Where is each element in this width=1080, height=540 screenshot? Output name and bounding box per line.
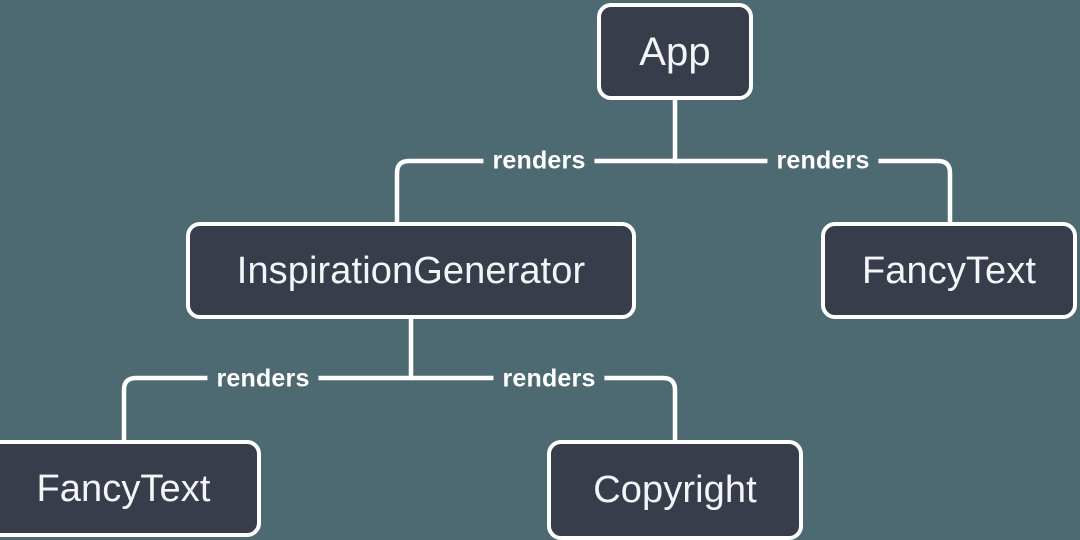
edge-label-app-to-inspirationgenerator: renders bbox=[483, 148, 595, 174]
node-inspirationgenerator-label: InspirationGenerator bbox=[236, 249, 586, 292]
node-copyright-label: Copyright bbox=[593, 469, 757, 511]
node-app-label: App bbox=[639, 29, 711, 74]
edge-inspirationgenerator-to-copyright bbox=[408, 375, 678, 443]
edge-label-inspirationgenerator-to-copyright: renders bbox=[493, 366, 605, 392]
edge-app-to-inspirationgenerator bbox=[394, 158, 678, 225]
node-fancytext-right[interactable]: FancyText bbox=[821, 222, 1077, 319]
edge-inspirationgenerator-to-fancytext-left bbox=[121, 375, 414, 443]
edge-app-to-fancytext-right bbox=[672, 158, 953, 225]
node-app[interactable]: App bbox=[597, 3, 753, 100]
node-inspirationgenerator[interactable]: InspirationGenerator bbox=[186, 222, 636, 319]
node-copyright[interactable]: Copyright bbox=[547, 440, 803, 540]
node-fancytext-left[interactable]: FancyText bbox=[0, 440, 261, 537]
node-fancytext-left-label: FancyText bbox=[36, 467, 211, 510]
node-fancytext-right-label: FancyText bbox=[861, 249, 1037, 292]
edge-label-inspirationgenerator-to-fancytext-left: renders bbox=[207, 366, 319, 392]
edge-label-app-to-fancytext-right: renders bbox=[767, 148, 879, 174]
